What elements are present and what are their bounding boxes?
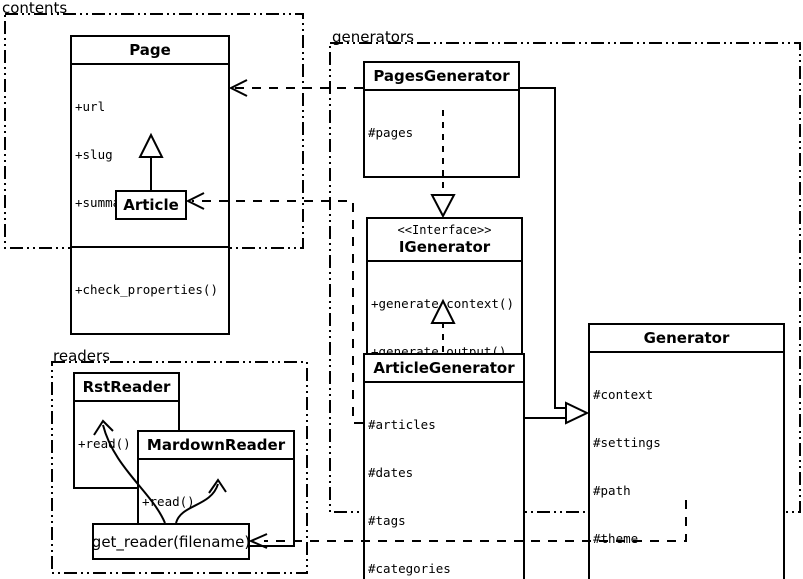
class-page: Page +url +slug +summary +check_properti… [70, 35, 230, 335]
class-generator-title: Generator [643, 329, 730, 347]
class-mardown-reader-title: MardownReader [146, 436, 286, 454]
class-generator: Generator #context #settings #path #them… [588, 323, 785, 579]
class-article-title: Article [123, 196, 179, 214]
class-pages-generator: PagesGenerator #pages [363, 61, 520, 178]
class-article-generator-title: ArticleGenerator [373, 359, 515, 377]
package-label-contents: contents [2, 0, 68, 17]
class-page-methods: +check_properties() [72, 246, 228, 333]
class-page-title: Page [129, 41, 171, 59]
package-contents-border [4, 13, 304, 249]
attribute: #settings [593, 435, 661, 450]
function-get-reader: get_reader(filename) [92, 523, 250, 560]
attribute: #pages [368, 125, 414, 140]
function-get-reader-label: get_reader(filename) [91, 532, 251, 551]
class-article: Article [115, 190, 187, 220]
class-igenerator-title: IGenerator [398, 238, 491, 256]
method: +generate_context() [371, 296, 514, 311]
class-generator-attributes: #context #settings #path #theme #output_… [590, 351, 783, 579]
attribute: #context [593, 387, 654, 402]
attribute: #articles [368, 417, 436, 432]
attribute: #path [593, 483, 631, 498]
package-generators-border [329, 42, 801, 513]
attribute: +slug [75, 147, 113, 162]
attribute: #dates [368, 465, 414, 480]
attribute: #tags [368, 513, 406, 528]
class-pages-generator-attributes: #pages [365, 89, 518, 176]
attribute: #theme [593, 531, 639, 546]
method: +read() [142, 494, 195, 509]
package-readers-border [51, 361, 308, 574]
package-label-generators: generators [332, 28, 414, 46]
class-rst-reader-title: RstReader [82, 378, 171, 396]
class-pages-generator-title: PagesGenerator [373, 67, 510, 85]
package-label-readers: readers [53, 347, 110, 365]
attribute: +url [75, 99, 106, 114]
attribute: #categories [368, 561, 451, 576]
class-igenerator-stereotype: <<Interface>> [397, 223, 492, 237]
class-article-generator-attributes: #articles #dates #tags #categories [365, 381, 523, 579]
class-article-generator: ArticleGenerator #articles #dates #tags … [363, 353, 525, 579]
method: +check_properties() [75, 282, 218, 297]
